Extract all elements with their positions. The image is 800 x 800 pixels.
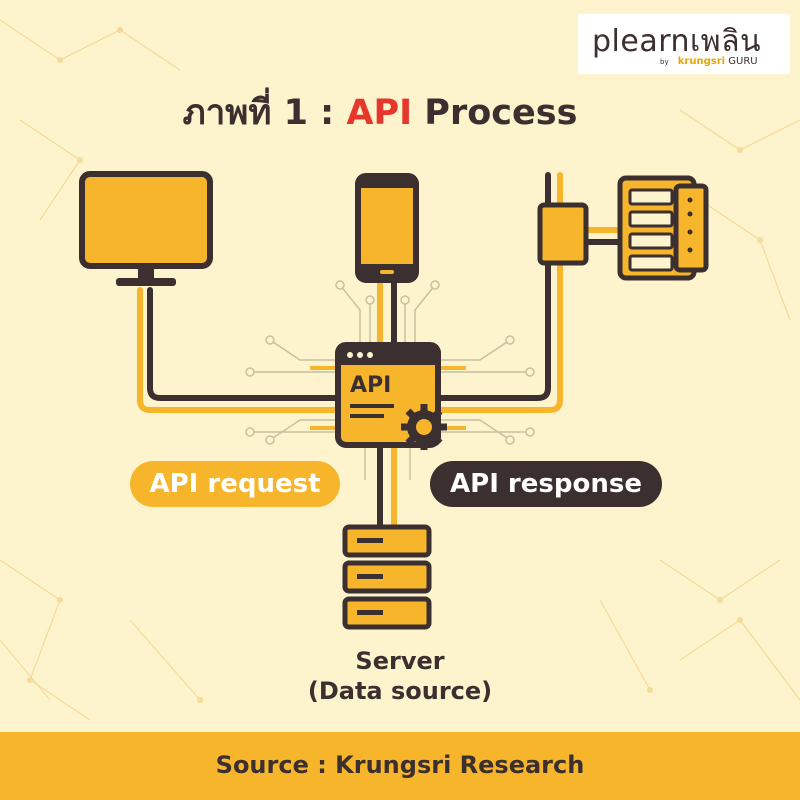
api-response-pill: API response xyxy=(430,461,662,507)
logo-brand-suffix: GURU xyxy=(728,56,758,67)
server-icon xyxy=(342,524,432,630)
server-sublabel: (Data source) xyxy=(307,677,493,705)
title-accent: API xyxy=(346,93,413,133)
storage-rack-icon xyxy=(617,175,709,281)
logo-byline: by krungsri GURU xyxy=(660,56,758,67)
title-prefix: ภาพที่ 1 : xyxy=(182,93,347,133)
logo-wordmark: plearnเพลิน xyxy=(592,24,761,59)
api-request-pill: API request xyxy=(130,461,340,507)
rack-link-yellow xyxy=(437,172,563,413)
logo-by: by xyxy=(660,58,669,66)
page-title: ภาพที่ 1 : API Process xyxy=(0,85,760,140)
server-label: Server xyxy=(355,647,445,675)
logo-brand: krungsri xyxy=(677,56,726,67)
monitor-link-dark xyxy=(147,287,338,401)
connector-icon xyxy=(537,202,589,266)
monitor-icon xyxy=(79,171,213,286)
plearnplearn-logo: plearnเพลิน by krungsri GURU xyxy=(578,14,790,74)
source-footer: Source : Krungsri Research xyxy=(0,732,800,800)
smartphone-icon xyxy=(355,173,419,283)
title-suffix: Process xyxy=(412,93,578,133)
monitor-link-yellow xyxy=(137,287,338,413)
api-window-label: API xyxy=(350,373,391,398)
gear-icon xyxy=(401,404,447,450)
rack-link-dark xyxy=(437,172,551,401)
